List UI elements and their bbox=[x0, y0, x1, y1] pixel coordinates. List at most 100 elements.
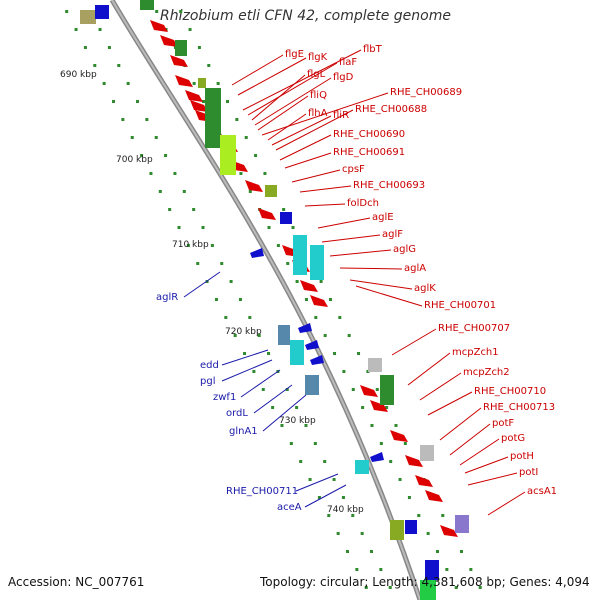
gene-arrow-forward bbox=[190, 100, 208, 112]
gene-arrow-forward bbox=[425, 490, 443, 502]
tick-dot bbox=[182, 190, 186, 193]
gene-block bbox=[380, 375, 394, 405]
gene-features bbox=[80, 0, 469, 600]
tick-dot bbox=[220, 262, 224, 265]
tick-dot bbox=[145, 118, 149, 121]
tick-dot bbox=[327, 514, 331, 517]
label-leader bbox=[419, 372, 462, 401]
tick-dot bbox=[216, 82, 220, 85]
label-leader bbox=[339, 267, 403, 270]
label-leader bbox=[247, 62, 338, 116]
tick-dot bbox=[370, 424, 374, 427]
tick-dot bbox=[445, 568, 449, 571]
tick-dot bbox=[248, 190, 252, 193]
gene-label-forward: potF bbox=[492, 418, 514, 429]
label-leader bbox=[321, 234, 381, 243]
tick-dot bbox=[295, 280, 299, 283]
gene-label-forward: RHE_CH00713 bbox=[483, 402, 555, 413]
tick-dot bbox=[224, 316, 228, 319]
tick-dot bbox=[357, 352, 361, 355]
gene-label-forward: RHE_CH00690 bbox=[333, 129, 405, 140]
gene-arrow-forward bbox=[440, 525, 458, 537]
gene-block bbox=[220, 135, 236, 175]
tick-dot bbox=[173, 172, 177, 175]
tick-dot bbox=[388, 586, 392, 589]
tick-dot bbox=[202, 100, 205, 103]
kbp-tick-label: 730 kbp bbox=[279, 416, 316, 426]
gene-label-forward: potI bbox=[519, 467, 538, 478]
gene-arrow-reverse bbox=[298, 323, 312, 333]
tick-dot bbox=[126, 82, 130, 85]
gene-label-forward: aglA bbox=[404, 263, 426, 274]
tick-dot bbox=[276, 244, 280, 247]
tick-dot bbox=[93, 64, 97, 67]
gene-label-forward: flhA bbox=[308, 108, 328, 119]
tick-dot bbox=[394, 424, 398, 427]
label-leader bbox=[449, 423, 491, 456]
tick-dot bbox=[238, 298, 242, 301]
tick-dot bbox=[248, 316, 252, 319]
gene-arrow-forward bbox=[360, 385, 378, 397]
tick-dot bbox=[469, 568, 473, 571]
tick-dot bbox=[197, 46, 201, 49]
label-leader bbox=[253, 384, 293, 414]
gene-label-forward: flaF bbox=[339, 57, 357, 68]
tick-dot bbox=[403, 442, 407, 445]
label-leader bbox=[407, 352, 451, 386]
tick-dot bbox=[121, 118, 125, 121]
gene-arrow-forward bbox=[170, 55, 188, 67]
gene-arrow-forward bbox=[245, 180, 263, 192]
tick-dot bbox=[257, 334, 261, 337]
tick-dot bbox=[351, 388, 355, 391]
tick-dot bbox=[130, 136, 134, 139]
gene-label-reverse: ordL bbox=[226, 408, 248, 419]
map-title: Rhizobium etli CFN 42, complete genome bbox=[160, 8, 451, 24]
tick-dot bbox=[313, 442, 317, 445]
gene-block bbox=[355, 460, 369, 474]
tick-dot bbox=[196, 262, 200, 265]
tick-dot bbox=[65, 10, 69, 13]
gene-arrow-forward bbox=[310, 295, 328, 307]
label-leader bbox=[329, 249, 392, 257]
tick-dot bbox=[154, 136, 158, 139]
gene-label-forward: mcpZch2 bbox=[463, 367, 510, 378]
label-leader bbox=[257, 95, 309, 131]
tick-dot bbox=[263, 172, 267, 175]
tick-dot bbox=[117, 64, 121, 67]
gene-block bbox=[80, 10, 96, 24]
label-leader bbox=[459, 438, 500, 466]
label-leader bbox=[240, 369, 281, 398]
gene-label-reverse: glnA1 bbox=[229, 426, 258, 437]
gene-label-forward: aglG bbox=[393, 244, 416, 255]
label-leader bbox=[267, 113, 307, 141]
gene-block bbox=[140, 0, 154, 10]
kbp-tick-label: 720 kbp bbox=[225, 327, 262, 337]
kbp-tick-label: 690 kbp bbox=[60, 70, 97, 80]
tick-dot bbox=[177, 226, 181, 229]
label-leader bbox=[487, 491, 526, 516]
gene-block bbox=[205, 88, 221, 148]
tick-dot bbox=[454, 586, 458, 589]
tick-dot bbox=[360, 532, 364, 535]
label-leader bbox=[242, 49, 362, 111]
tick-dot bbox=[229, 280, 233, 283]
tick-dot bbox=[478, 586, 482, 589]
gene-label-forward: flgK bbox=[308, 52, 328, 63]
tick-dot bbox=[235, 118, 239, 121]
tick-dot bbox=[346, 550, 349, 553]
gene-block bbox=[265, 185, 277, 197]
gene-label-forward: flgD bbox=[333, 72, 354, 83]
tick-dot bbox=[192, 208, 196, 211]
label-leader bbox=[183, 271, 221, 298]
tick-dot bbox=[351, 514, 355, 517]
tick-dot bbox=[460, 550, 463, 553]
tick-dot bbox=[398, 478, 402, 481]
tick-dot bbox=[341, 496, 345, 499]
gene-block bbox=[420, 580, 436, 600]
tick-dot bbox=[285, 388, 289, 391]
tick-dot bbox=[179, 10, 183, 13]
tick-dot bbox=[267, 226, 271, 229]
